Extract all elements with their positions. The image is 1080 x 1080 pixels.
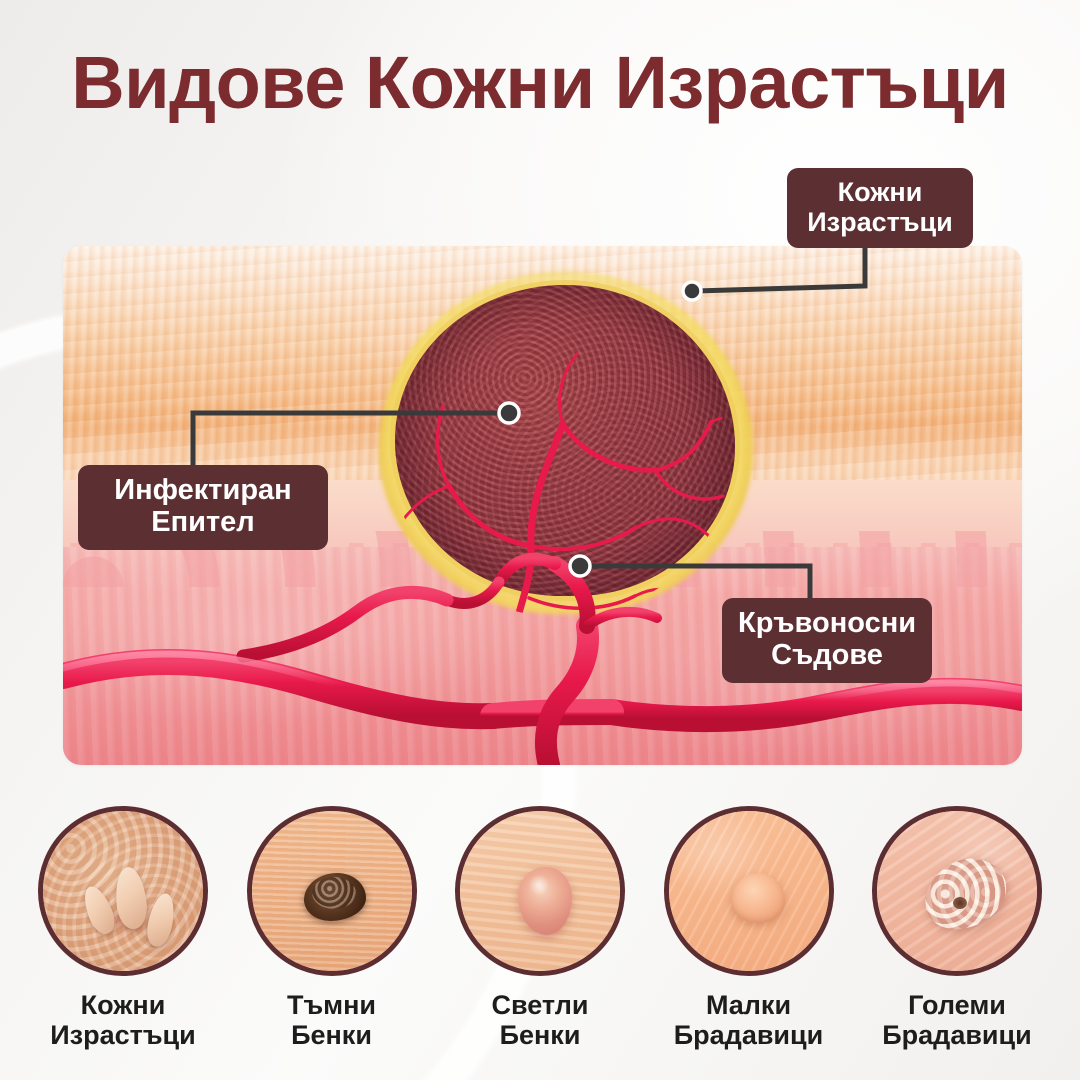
callout-infected-epithelium[interactable]: Инфектиран Епител [78,465,328,550]
thumb-caption: Малки Брадавици [673,990,824,1051]
thumb-caption: Големи Брадавици [882,990,1032,1051]
feeding-vessels [63,552,1022,765]
growth-types-strip: Кожни Израстъци Тъмни Бенки Светли Бенки… [0,806,1080,1080]
thumb-item-skin-tags[interactable]: Кожни Израстъци [30,806,216,1080]
small-wart-lesion [730,873,785,923]
callout-blood-vessels[interactable]: Кръвоносни Съдове [722,598,933,683]
thumb-item-small-warts[interactable]: Малки Брадавици [656,806,842,1080]
blood-vessel-network [63,352,1022,765]
thumb-caption: Тъмни Бенки [286,990,377,1051]
thumb-caption: Светли Бенки [491,990,589,1051]
thumb-image-large-warts[interactable] [872,806,1042,976]
thumb-image-light-moles[interactable] [455,806,625,976]
thumb-image-dark-moles[interactable] [246,806,417,976]
dark-mole-lesion [303,873,366,921]
skin-texture [668,811,829,971]
callout-skin-growths[interactable]: Кожни Израстъци [787,168,973,249]
thumb-item-large-warts[interactable]: Големи Брадавици [864,806,1050,1080]
thumb-item-dark-moles[interactable]: Тъмни Бенки [239,806,425,1080]
thumb-image-small-warts[interactable] [663,806,834,976]
thumb-item-light-moles[interactable]: Светли Бенки [447,806,633,1080]
thumb-image-skin-tags[interactable] [38,806,208,976]
light-mole-lesion [518,867,572,935]
thumb-caption: Кожни Израстъци [50,990,196,1051]
page-title: Видове Кожни Израстъци [71,41,1009,124]
large-wart-core [953,897,967,909]
